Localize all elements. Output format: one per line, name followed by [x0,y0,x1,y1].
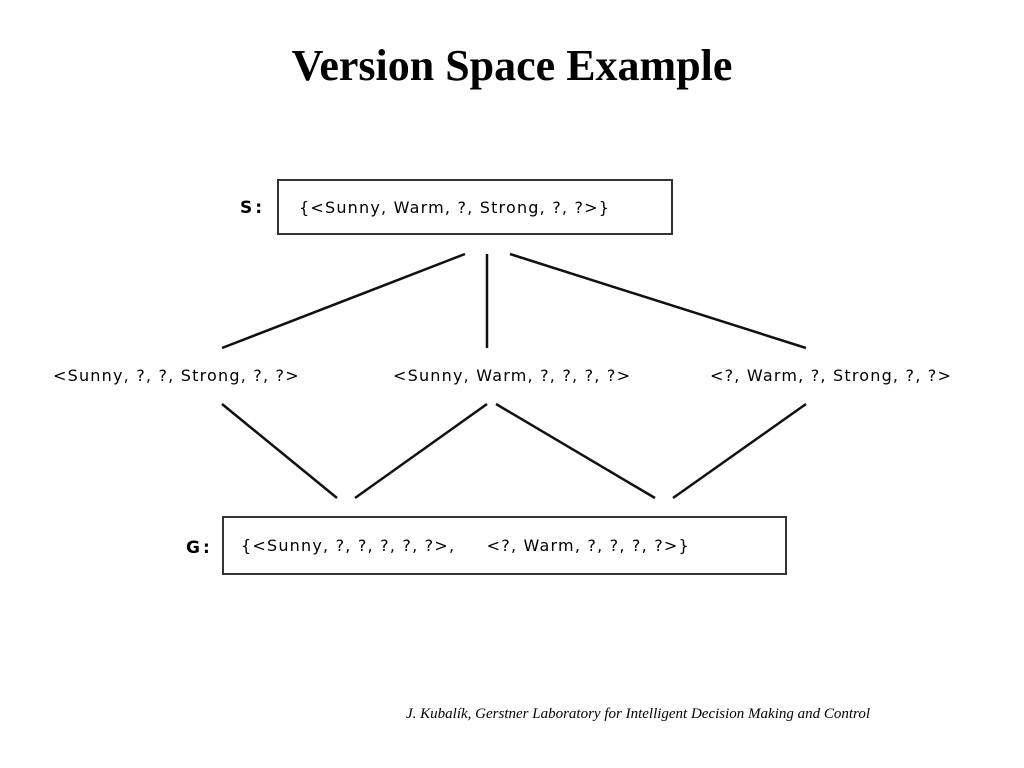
edge-h1-to-g1 [221,403,338,499]
g-set-label: G: [186,538,213,558]
edge-h2-to-g1 [354,402,488,500]
g-set-value: {<Sunny, ?, ?, ?, ?, ?>, <?, Warm, ?, ?,… [241,536,690,555]
g-set-box: {<Sunny, ?, ?, ?, ?, ?>, <?, Warm, ?, ?,… [222,516,787,575]
edge-h2-to-g2 [495,402,656,500]
hypothesis-3: <?, Warm, ?, Strong, ?, ?> [710,366,953,385]
slide-title: Version Space Example [291,41,733,90]
edge-s-to-h1 [221,252,466,350]
hypothesis-1: <Sunny, ?, ?, Strong, ?, ?> [53,366,300,385]
footer-credit: J. Kubalík, Gerstner Laboratory for Inte… [406,706,870,722]
edge-s-to-h3 [509,252,807,350]
hypothesis-2: <Sunny, Warm, ?, ?, ?, ?> [393,366,632,385]
edge-h3-to-g2 [672,402,807,500]
s-set-label: S: [240,198,266,218]
s-set-box: {<Sunny, Warm, ?, Strong, ?, ?>} [277,179,673,235]
s-set-value: {<Sunny, Warm, ?, Strong, ?, ?>} [299,197,611,217]
